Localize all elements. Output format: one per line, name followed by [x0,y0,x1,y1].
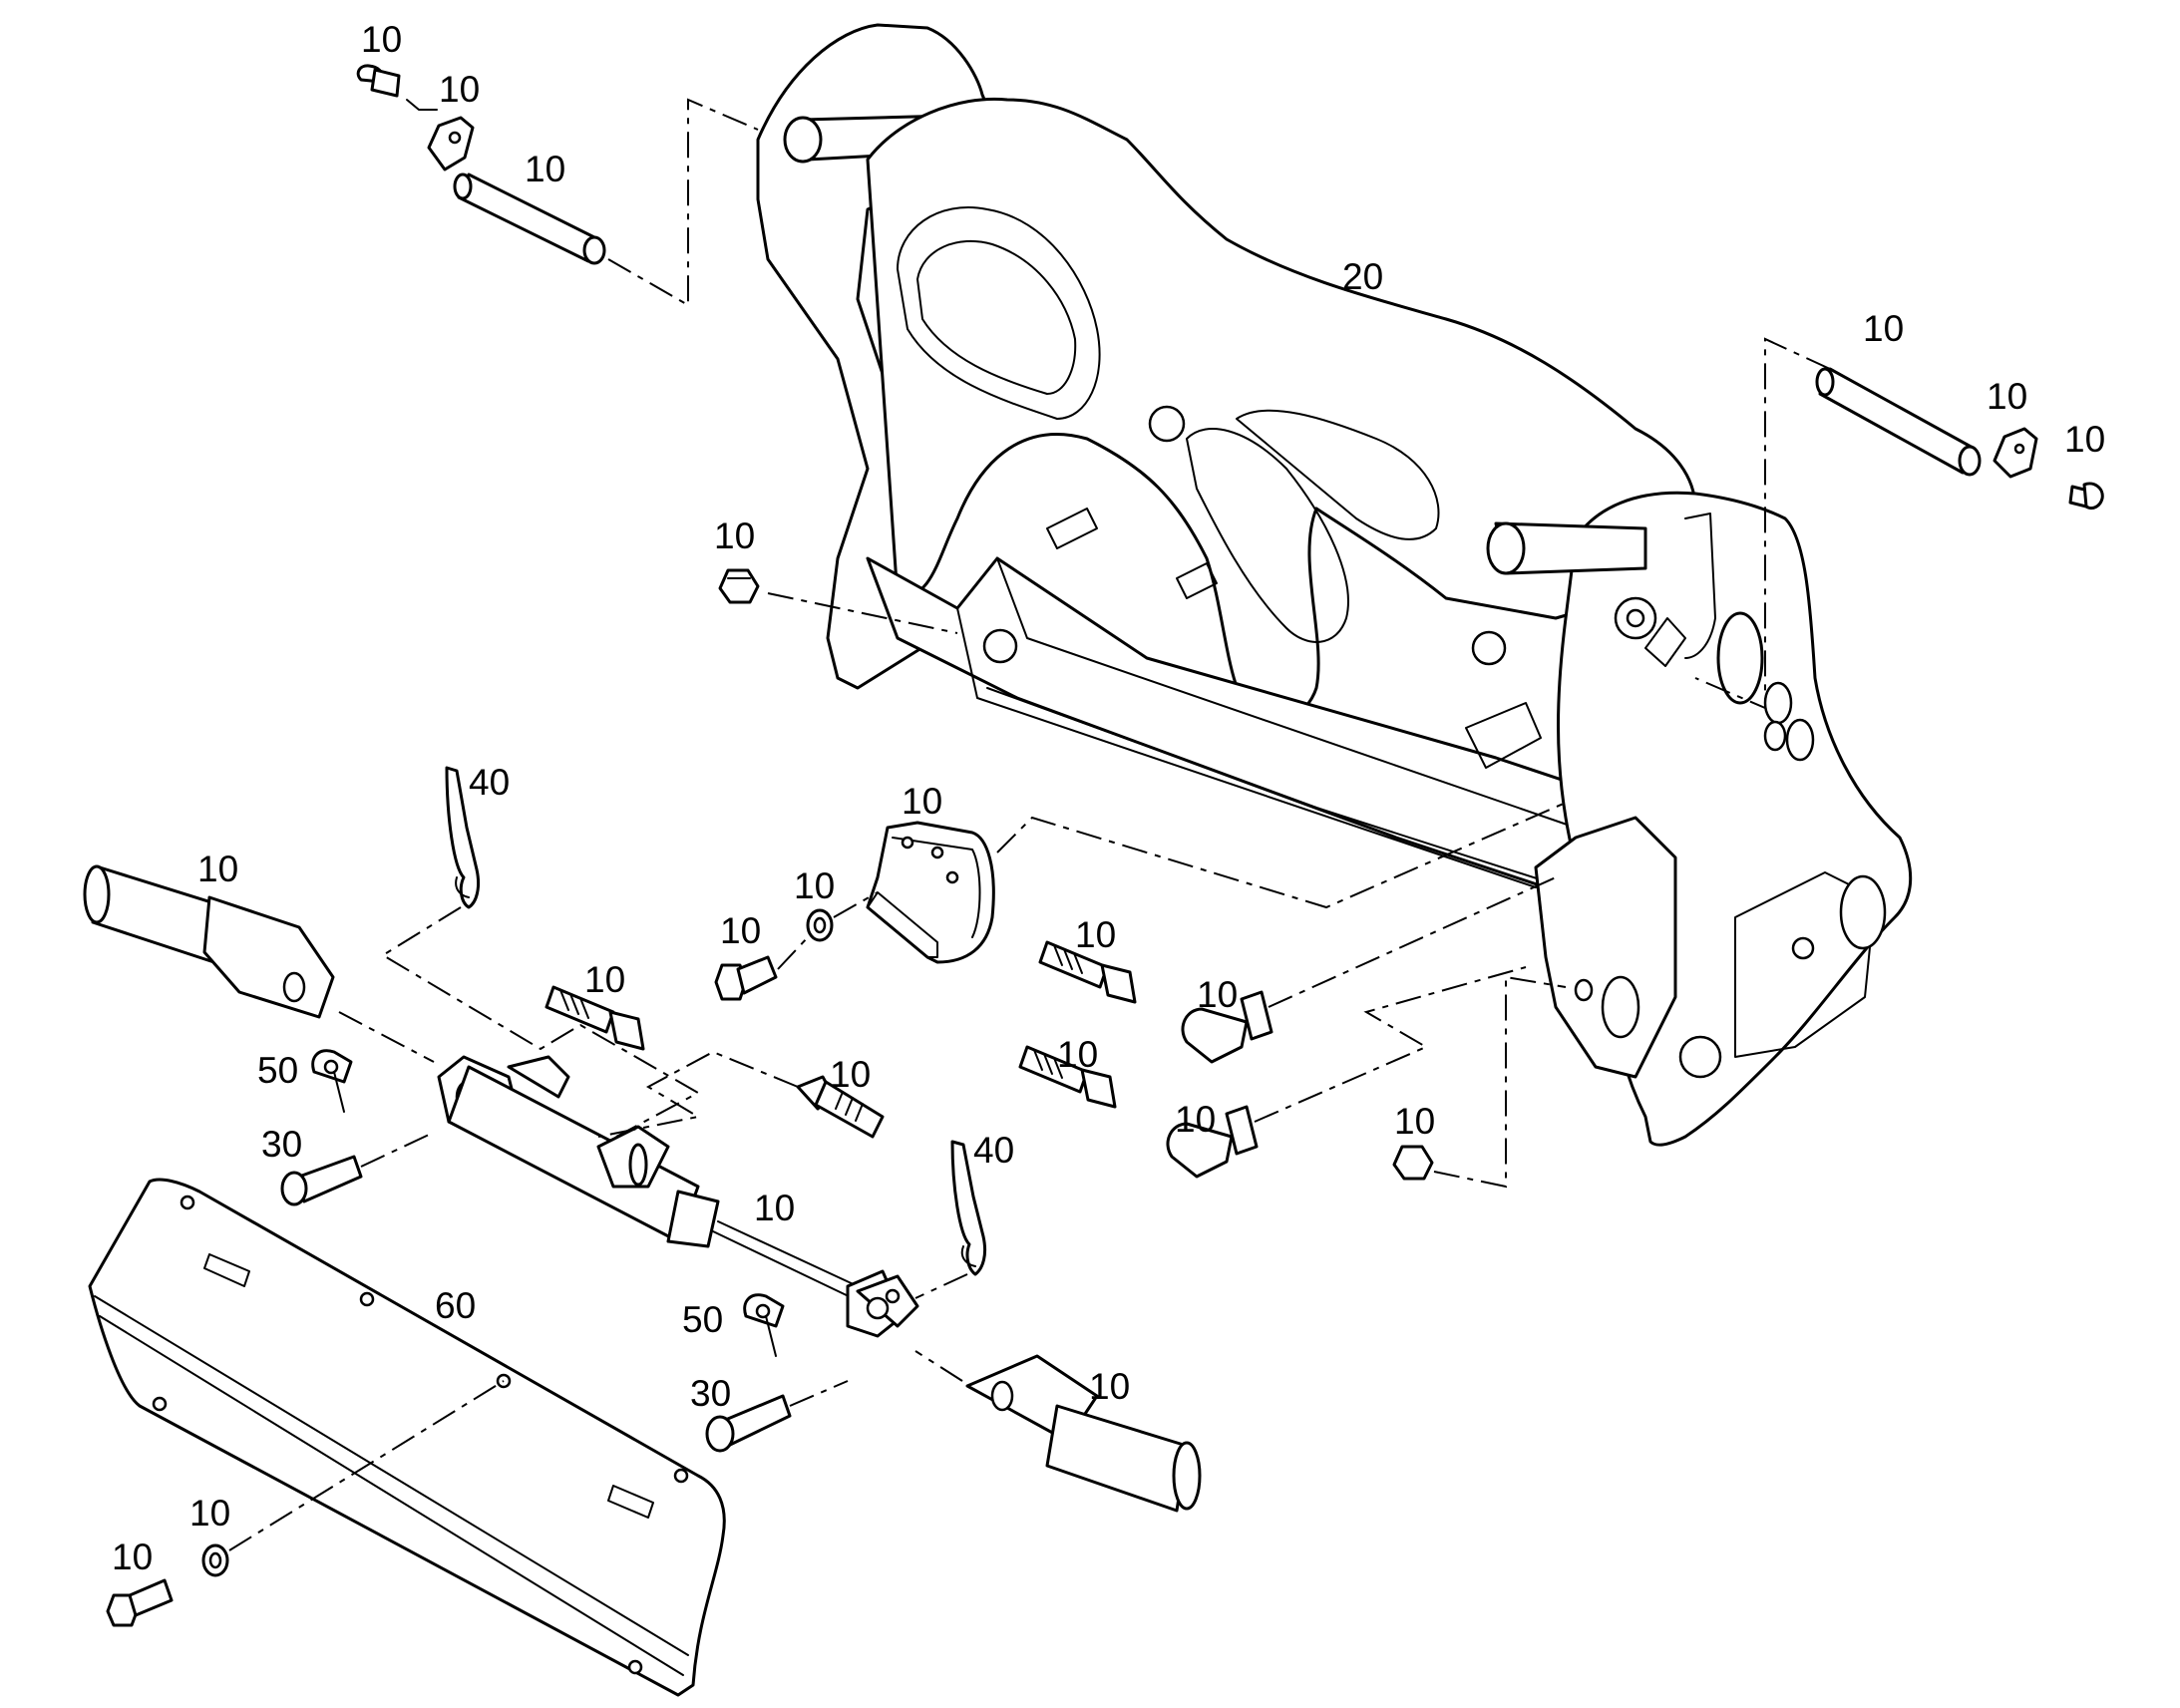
callout-tl-bolt: 10 [361,19,402,60]
pivot-pin-top-left [453,172,606,265]
leader-mid-nut [767,592,958,634]
callout-clip-left: 50 [257,1050,298,1091]
pivot-pin-top-right [1815,367,1982,477]
callout-fitting-d: 10 [1057,1034,1098,1075]
locking-lever-top [445,766,481,909]
callout-tl-plate: 10 [439,69,480,110]
hydraulic-fitting-b [796,1075,885,1139]
callout-tr-pin: 10 [1863,308,1904,349]
callout-elbow-b: 10 [1175,1099,1216,1140]
callout-tr-bolt: 10 [2064,419,2105,460]
leader-pin30-left [360,1134,430,1168]
grease-nipple-middle [718,568,760,604]
callout-guard-washer: 10 [189,1493,230,1534]
retaining-plate-top-right [1993,427,2038,479]
callout-lever-top: 40 [469,762,510,803]
callout-nut-right: 10 [1394,1101,1435,1142]
quick-coupler-frame [756,23,1913,1147]
callout-pin-left: 10 [197,849,238,889]
pin-retaining-bolt-top-left [356,64,401,98]
leader-lever-bottom [914,1273,968,1299]
callout-fitting-a: 10 [584,959,625,1000]
leader-bolt [777,934,811,970]
callout-mid-nut: 10 [714,515,755,556]
hydraulic-fitting-d [1018,1045,1117,1109]
hydraulic-elbow-a [1181,990,1273,1064]
leader-elbow-a [1268,876,1557,1008]
locking-lever-bottom [950,1140,987,1276]
leader-fitting-b [597,1050,799,1138]
leader-elbow-b [1254,966,1527,1123]
callout-bracket: 10 [902,781,942,822]
hydraulic-cylinder [437,1055,919,1338]
callout-fitting-b: 10 [830,1054,871,1095]
bolt-bracket [714,955,778,1001]
callout-pin30-left: 30 [261,1124,302,1165]
leader-pin30-right [789,1380,849,1407]
grease-nipple-right [1392,1145,1434,1181]
leader-nut-right [1433,975,1567,1189]
callout-pin30-right: 30 [690,1373,731,1414]
retaining-plate-top-left [427,116,475,171]
callout-pin-right: 10 [1089,1366,1130,1407]
washer-guard [201,1543,229,1577]
cylinder-pin-left [83,864,335,1019]
callout-guard-bolt: 10 [112,1537,153,1577]
callout-bolt: 10 [720,910,761,951]
washer-bracket [806,908,834,942]
cylinder-guard-cover [88,1178,726,1697]
leader-top-left [607,98,759,307]
leader-pin-left [338,1011,435,1063]
callout-cylinder: 10 [754,1188,795,1228]
leader-tick-tl-bolt [406,99,438,111]
callout-fitting-c: 10 [1075,914,1116,955]
leader-washer [833,891,879,918]
callout-frame: 20 [1342,256,1383,297]
hydraulic-fitting-c [1038,940,1137,1004]
clevis-pin-right [705,1394,792,1453]
leader-top-right [1694,337,1831,710]
hydraulic-elbow-b [1166,1105,1259,1179]
hose-bracket [866,821,995,964]
bolt-guard [106,1578,174,1627]
callout-tl-pin: 10 [525,149,565,189]
leader-lever-top [381,906,701,1138]
lynch-clip-left [311,1049,353,1113]
cylinder-pin-right [965,1354,1202,1513]
clevis-pin-left [280,1155,363,1206]
callout-tr-plate: 10 [1987,376,2027,417]
callout-washer: 10 [794,865,835,906]
leader-bracket [996,802,1567,909]
leader-pin-right [914,1350,963,1382]
callout-elbow-a: 10 [1197,974,1238,1015]
pin-retaining-bolt-top-right [2068,482,2104,511]
lynch-clip-right [743,1293,785,1357]
leader-guard [228,1380,505,1551]
callout-guard: 60 [435,1285,476,1326]
callout-lever-bottom: 40 [973,1130,1014,1171]
callout-clip-right: 50 [682,1299,723,1340]
hydraulic-fitting-a [545,985,645,1051]
